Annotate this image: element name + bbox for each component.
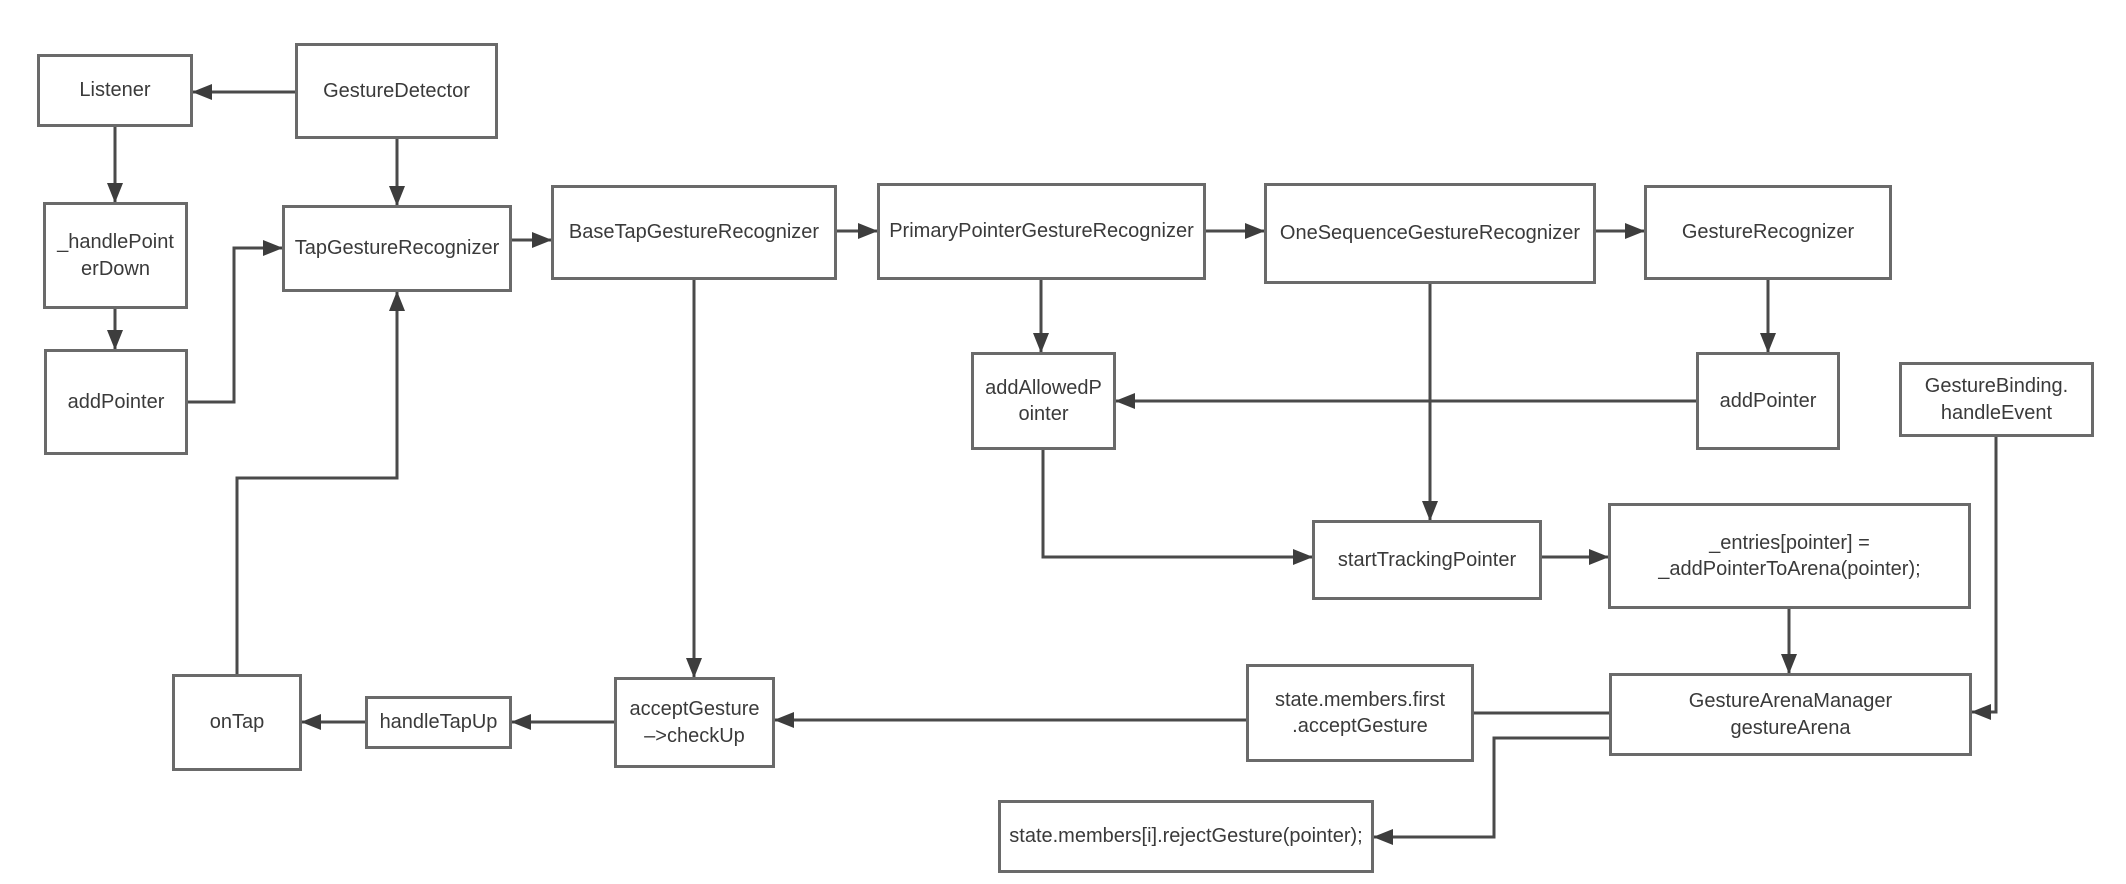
node-gesture-recognizer: GestureRecognizer (1644, 185, 1892, 280)
node-state-members-reject-label: state.members[i].rejectGesture(pointer); (1009, 825, 1363, 848)
node-state-members-first-accept-label: state.members.first .acceptGesture (1274, 688, 1446, 737)
node-base-tap-gesture-recognizer: BaseTapGestureRecognizer (551, 185, 837, 280)
node-handle-tap-up: handleTapUp (365, 696, 512, 749)
edge-gesture_binding_handle_event-to-gesture_arena_manager (1971, 437, 1998, 720)
node-handle-pointer-down: _handlePoint erDown (43, 202, 188, 309)
node-accept-gesture-check-up-label: acceptGesture –>checkUp (629, 698, 760, 747)
node-gesture-detector-label: GestureDetector (323, 79, 470, 102)
edge-add_allowed_pointer-to-start_tracking_pointer (1041, 450, 1313, 565)
node-primary-pointer-gesture-recognizer-label: PrimaryPointerGestureRecognizer (889, 220, 1194, 243)
node-tap-gesture-recognizer: TapGestureRecognizer (282, 205, 512, 292)
node-primary-pointer-gesture-recognizer: PrimaryPointerGestureRecognizer (877, 183, 1206, 280)
node-start-tracking-pointer: startTrackingPointer (1312, 520, 1542, 600)
node-one-sequence-gesture-recognizer-label: OneSequenceGestureRecognizer (1279, 222, 1581, 245)
node-listener-label: Listener (79, 79, 151, 102)
node-gesture-recognizer-label: GestureRecognizer (1681, 221, 1855, 244)
node-on-tap-label: onTap (209, 711, 265, 734)
node-gesture-arena-manager: GestureArenaManager gestureArena (1609, 673, 1972, 756)
node-add-allowed-pointer-label: addAllowedP ointer (985, 376, 1102, 425)
edge-on_tap-to-tap_gesture_recognizer (235, 291, 405, 674)
node-entries-assignment: _entries[pointer] = _addPointerToArena(p… (1608, 503, 1971, 609)
node-listener: Listener (37, 54, 193, 127)
edge-add_pointer_left-to-tap_gesture_recognizer (188, 240, 283, 404)
node-add-pointer-right-label: addPointer (1719, 389, 1817, 412)
node-add-pointer-left-label: addPointer (67, 390, 165, 413)
node-tap-gesture-recognizer-label: TapGestureRecognizer (294, 237, 500, 260)
node-start-tracking-pointer-label: startTrackingPointer (1337, 548, 1517, 571)
node-handle-tap-up-label: handleTapUp (379, 711, 498, 734)
node-add-allowed-pointer: addAllowedP ointer (971, 352, 1116, 450)
node-on-tap: onTap (172, 674, 302, 771)
node-base-tap-gesture-recognizer-label: BaseTapGestureRecognizer (568, 221, 820, 244)
node-entries-assignment-label: _entries[pointer] = _addPointerToArena(p… (1658, 531, 1921, 580)
node-gesture-binding-handle-event: GestureBinding. handleEvent (1899, 362, 2094, 437)
node-gesture-binding-handle-event-label: GestureBinding. handleEvent (1924, 375, 2069, 424)
node-gesture-detector: GestureDetector (295, 43, 498, 139)
node-one-sequence-gesture-recognizer: OneSequenceGestureRecognizer (1264, 183, 1596, 284)
edge-gesture_arena_manager-to-state_members_reject (1373, 736, 1609, 845)
node-accept-gesture-check-up: acceptGesture –>checkUp (614, 677, 775, 768)
node-add-pointer-right: addPointer (1696, 352, 1840, 450)
node-add-pointer-left: addPointer (44, 349, 188, 455)
node-state-members-reject: state.members[i].rejectGesture(pointer); (998, 800, 1374, 873)
node-state-members-first-accept: state.members.first .acceptGesture (1246, 664, 1474, 762)
node-handle-pointer-down-label: _handlePoint erDown (57, 231, 174, 280)
node-gesture-arena-manager-label: GestureArenaManager gestureArena (1688, 690, 1893, 739)
